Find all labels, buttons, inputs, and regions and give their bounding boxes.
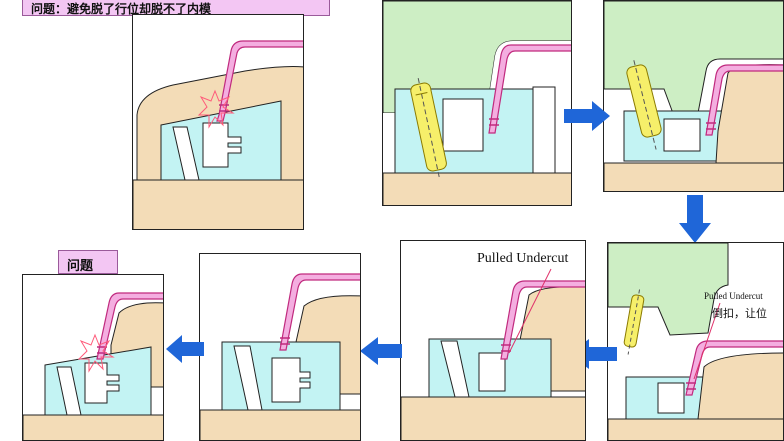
panel-step-5 <box>199 253 361 441</box>
panel-step-4: Pulled Undercut <box>400 240 586 441</box>
problem-label-bottom: 问题 <box>58 250 118 274</box>
panel-problem-bottom-drawing <box>23 292 163 440</box>
arrow-down-icon <box>679 195 711 243</box>
pulled-undercut-large-label: Pulled Undercut <box>477 251 569 266</box>
panel-step-3: Pulled Undercut 倒扣，让位 <box>607 242 784 441</box>
panel-step-5-drawing <box>200 273 360 440</box>
panel-step-4-drawing <box>401 268 585 440</box>
arrow-left-icon <box>166 335 204 363</box>
panel-problem-bottom <box>22 274 164 441</box>
panel-step-1-drawing <box>383 1 571 205</box>
panel-problem-top-drawing <box>133 40 303 229</box>
arrow-right-icon <box>564 101 610 131</box>
panel-step-2 <box>603 0 784 192</box>
panel-step-2-drawing <box>604 1 783 191</box>
panel-step-1 <box>382 0 572 206</box>
panel-step-3-drawing <box>608 243 783 440</box>
arrow-left-icon <box>360 337 402 365</box>
panel-problem-top <box>132 14 304 230</box>
pulled-undercut-small-label: Pulled Undercut <box>704 291 763 301</box>
undercut-cn-label: 倒扣，让位 <box>712 307 767 320</box>
